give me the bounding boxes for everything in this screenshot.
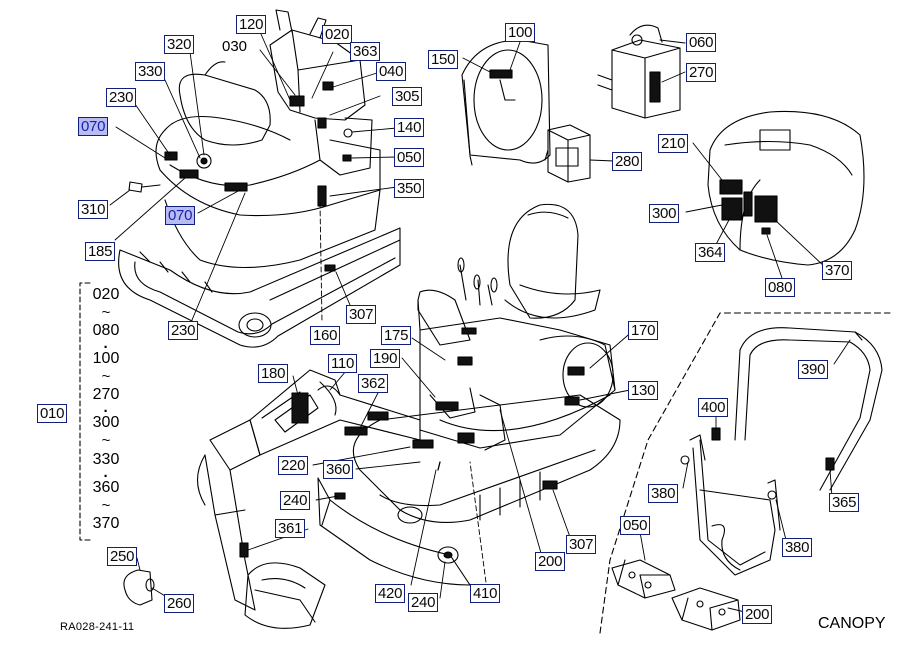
callout-070-highlighted-2[interactable]: 070 xyxy=(165,206,196,225)
range-separator: ~ xyxy=(101,368,111,385)
callout-230[interactable]: 230 xyxy=(106,88,137,107)
seat-cover-drawing xyxy=(685,110,865,279)
callout-300[interactable]: 300 xyxy=(649,204,680,223)
callout-070-highlighted[interactable]: 070 xyxy=(78,117,109,136)
panel-150-drawing xyxy=(461,39,551,166)
callout-130[interactable]: 130 xyxy=(628,381,659,400)
callout-380[interactable]: 380 xyxy=(648,484,679,503)
canopy-frame-drawing xyxy=(680,327,883,576)
callout-040[interactable]: 040 xyxy=(376,62,407,81)
callout-220[interactable]: 220 xyxy=(278,456,309,475)
callout-230-lower[interactable]: 230 xyxy=(168,321,199,340)
range-separator: · xyxy=(103,339,109,356)
box-060-drawing xyxy=(597,24,686,119)
range-separator: · xyxy=(103,403,109,420)
callout-185[interactable]: 185 xyxy=(85,242,116,261)
callout-361[interactable]: 361 xyxy=(275,519,306,538)
range-item: 100 xyxy=(92,350,120,367)
callout-100[interactable]: 100 xyxy=(505,23,536,42)
callout-140[interactable]: 140 xyxy=(394,118,425,137)
callout-150[interactable]: 150 xyxy=(428,50,459,69)
callout-180[interactable]: 180 xyxy=(258,364,289,383)
callout-030[interactable]: 030 xyxy=(222,38,248,55)
main-excavator-drawing xyxy=(196,203,635,629)
callout-175[interactable]: 175 xyxy=(381,326,412,345)
canopy-region-border xyxy=(599,312,891,634)
callout-080[interactable]: 080 xyxy=(765,278,796,297)
range-item: 020 xyxy=(92,286,120,303)
callout-170[interactable]: 170 xyxy=(628,321,659,340)
canopy-section-title: CANOPY xyxy=(818,615,886,632)
callout-280[interactable]: 280 xyxy=(612,152,643,171)
callout-120[interactable]: 120 xyxy=(236,15,267,34)
callout-360[interactable]: 360 xyxy=(323,460,354,479)
callout-010[interactable]: 010 xyxy=(37,404,68,423)
range-separator: ~ xyxy=(101,497,111,514)
upper-machine-drawing xyxy=(109,9,401,348)
callout-020[interactable]: 020 xyxy=(322,25,353,44)
range-item: 300 xyxy=(92,414,120,431)
callout-380-canopy[interactable]: 380 xyxy=(782,538,813,557)
range-item: 360 xyxy=(92,479,120,496)
bracket-050-drawing xyxy=(611,531,676,599)
callout-160[interactable]: 160 xyxy=(310,326,341,345)
callout-200-canopy[interactable]: 200 xyxy=(742,605,773,624)
callout-250[interactable]: 250 xyxy=(107,547,138,566)
callout-050-canopy[interactable]: 050 xyxy=(620,516,651,535)
callout-307[interactable]: 307 xyxy=(346,305,377,324)
callout-420[interactable]: 420 xyxy=(375,584,406,603)
range-separator: · xyxy=(103,468,109,485)
part-280-drawing xyxy=(547,124,615,183)
callout-210[interactable]: 210 xyxy=(658,134,689,153)
callout-410[interactable]: 410 xyxy=(470,584,501,603)
callout-320[interactable]: 320 xyxy=(164,35,195,54)
range-bracket xyxy=(79,282,91,541)
callout-364[interactable]: 364 xyxy=(695,243,726,262)
callout-260[interactable]: 260 xyxy=(164,594,195,613)
callout-363[interactable]: 363 xyxy=(350,42,381,61)
callout-365[interactable]: 365 xyxy=(829,493,860,512)
callout-200[interactable]: 200 xyxy=(535,552,566,571)
callout-190[interactable]: 190 xyxy=(370,349,401,368)
callout-305[interactable]: 305 xyxy=(392,87,423,106)
callout-330[interactable]: 330 xyxy=(135,62,166,81)
callout-310[interactable]: 310 xyxy=(78,200,109,219)
callout-390[interactable]: 390 xyxy=(798,360,829,379)
callout-270[interactable]: 270 xyxy=(686,63,717,82)
callout-350[interactable]: 350 xyxy=(394,179,425,198)
callout-400[interactable]: 400 xyxy=(698,398,729,417)
callout-370[interactable]: 370 xyxy=(822,261,853,280)
callout-307-lower[interactable]: 307 xyxy=(566,535,597,554)
callout-240-lower[interactable]: 240 xyxy=(408,593,439,612)
range-item: 080 xyxy=(92,322,120,339)
callout-362[interactable]: 362 xyxy=(358,374,389,393)
callout-240[interactable]: 240 xyxy=(280,491,311,510)
range-separator: ~ xyxy=(101,432,111,449)
callout-110[interactable]: 110 xyxy=(328,354,358,373)
callout-050[interactable]: 050 xyxy=(394,148,425,167)
range-item: 330 xyxy=(92,451,120,468)
drawing-reference-code: RA028-241-11 xyxy=(60,621,135,633)
callout-060[interactable]: 060 xyxy=(686,33,717,52)
bracket-200-drawing xyxy=(671,587,746,631)
range-item: 370 xyxy=(92,515,120,532)
range-separator: ~ xyxy=(101,304,111,321)
range-item: 270 xyxy=(92,386,120,403)
